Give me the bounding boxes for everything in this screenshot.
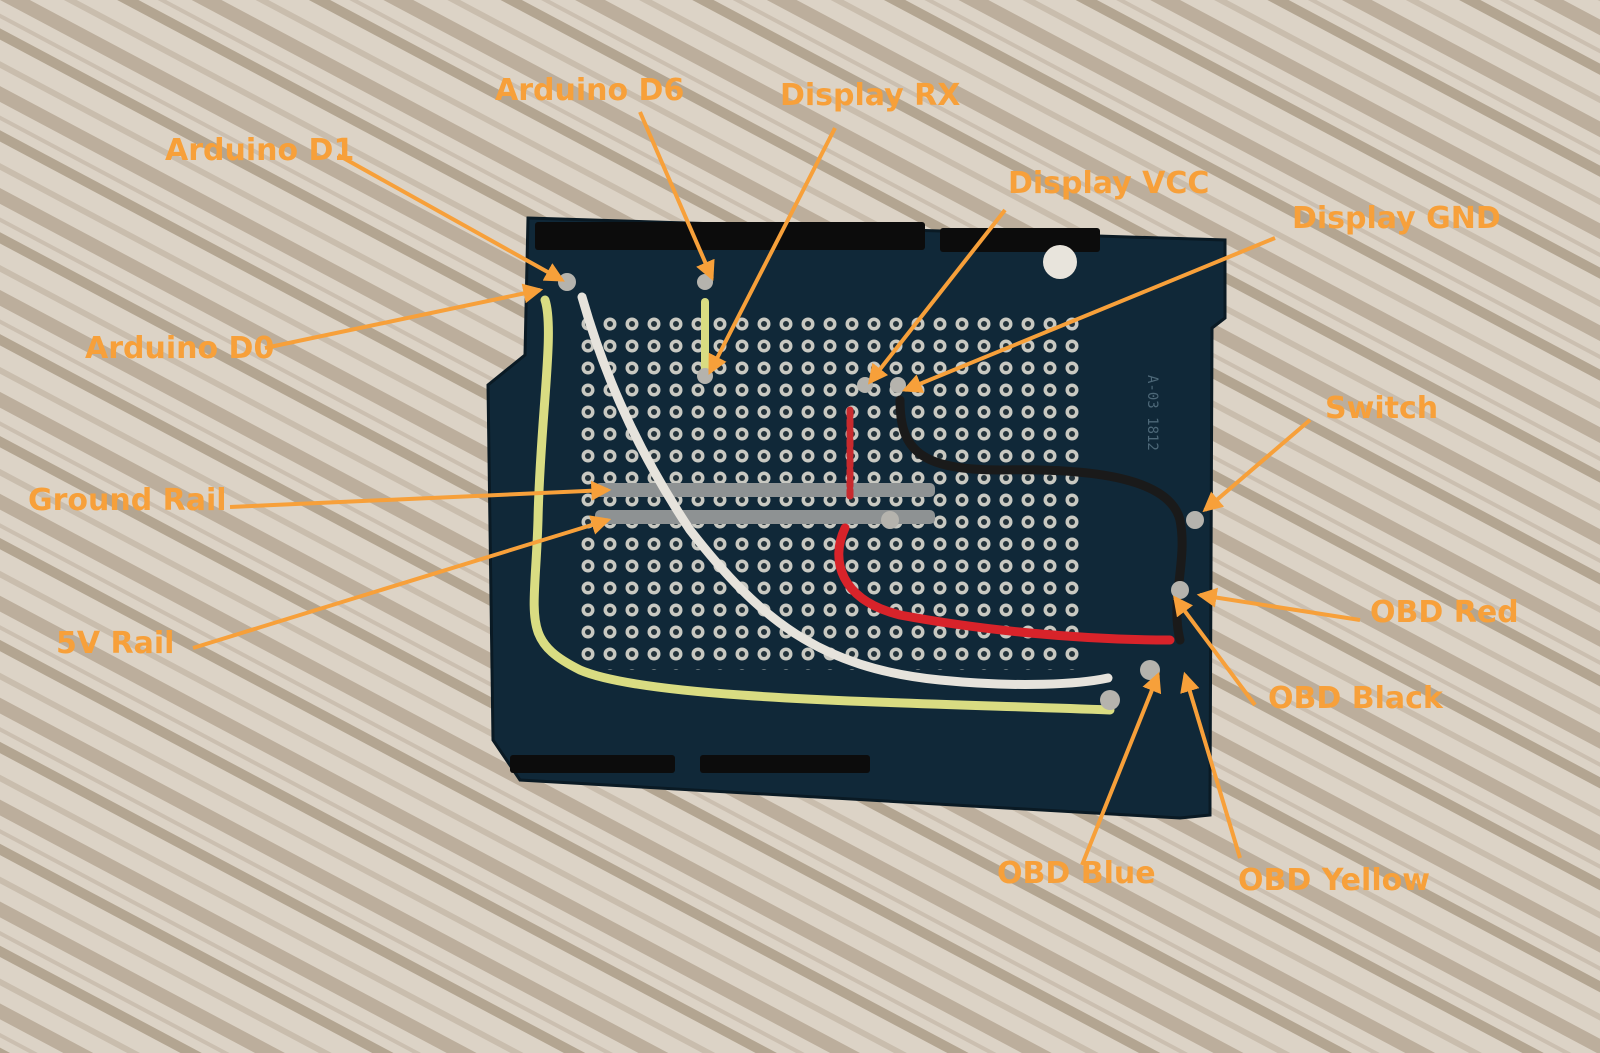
label-arduino-d1: Arduino D1 — [165, 133, 354, 168]
red-wire — [834, 523, 1175, 645]
black-wire — [895, 395, 1187, 645]
label-display-vcc: Display VCC — [1008, 166, 1209, 201]
annotation-labels: Arduino D6 Display RX Arduino D1 Display… — [28, 73, 1519, 898]
label-switch: Switch — [1325, 391, 1438, 426]
circuit-board: A-03 1812 — [486, 216, 1227, 820]
label-obd-blue: OBD Blue — [997, 856, 1156, 891]
label-obd-red: OBD Red — [1370, 595, 1519, 630]
label-arduino-d0: Arduino D0 — [85, 331, 274, 366]
board-marking: A-03 1812 — [1144, 375, 1160, 451]
label-five-v-rail: 5V Rail — [56, 626, 174, 661]
label-obd-yellow: OBD Yellow — [1238, 863, 1430, 898]
label-display-gnd: Display GND — [1292, 201, 1501, 236]
yellow-wire — [529, 295, 1115, 715]
label-arduino-d6: Arduino D6 — [495, 73, 684, 108]
white-wire — [577, 292, 1113, 689]
label-ground-rail: Ground Rail — [28, 483, 227, 518]
mounting-hole — [1043, 245, 1077, 279]
wires — [529, 292, 1187, 715]
label-display-rx: Display RX — [780, 78, 960, 113]
ground-rail-strip — [595, 483, 935, 497]
bottom-header-pins — [510, 755, 870, 773]
label-obd-black: OBD Black — [1268, 681, 1444, 716]
annotation-arrows — [192, 111, 1361, 866]
